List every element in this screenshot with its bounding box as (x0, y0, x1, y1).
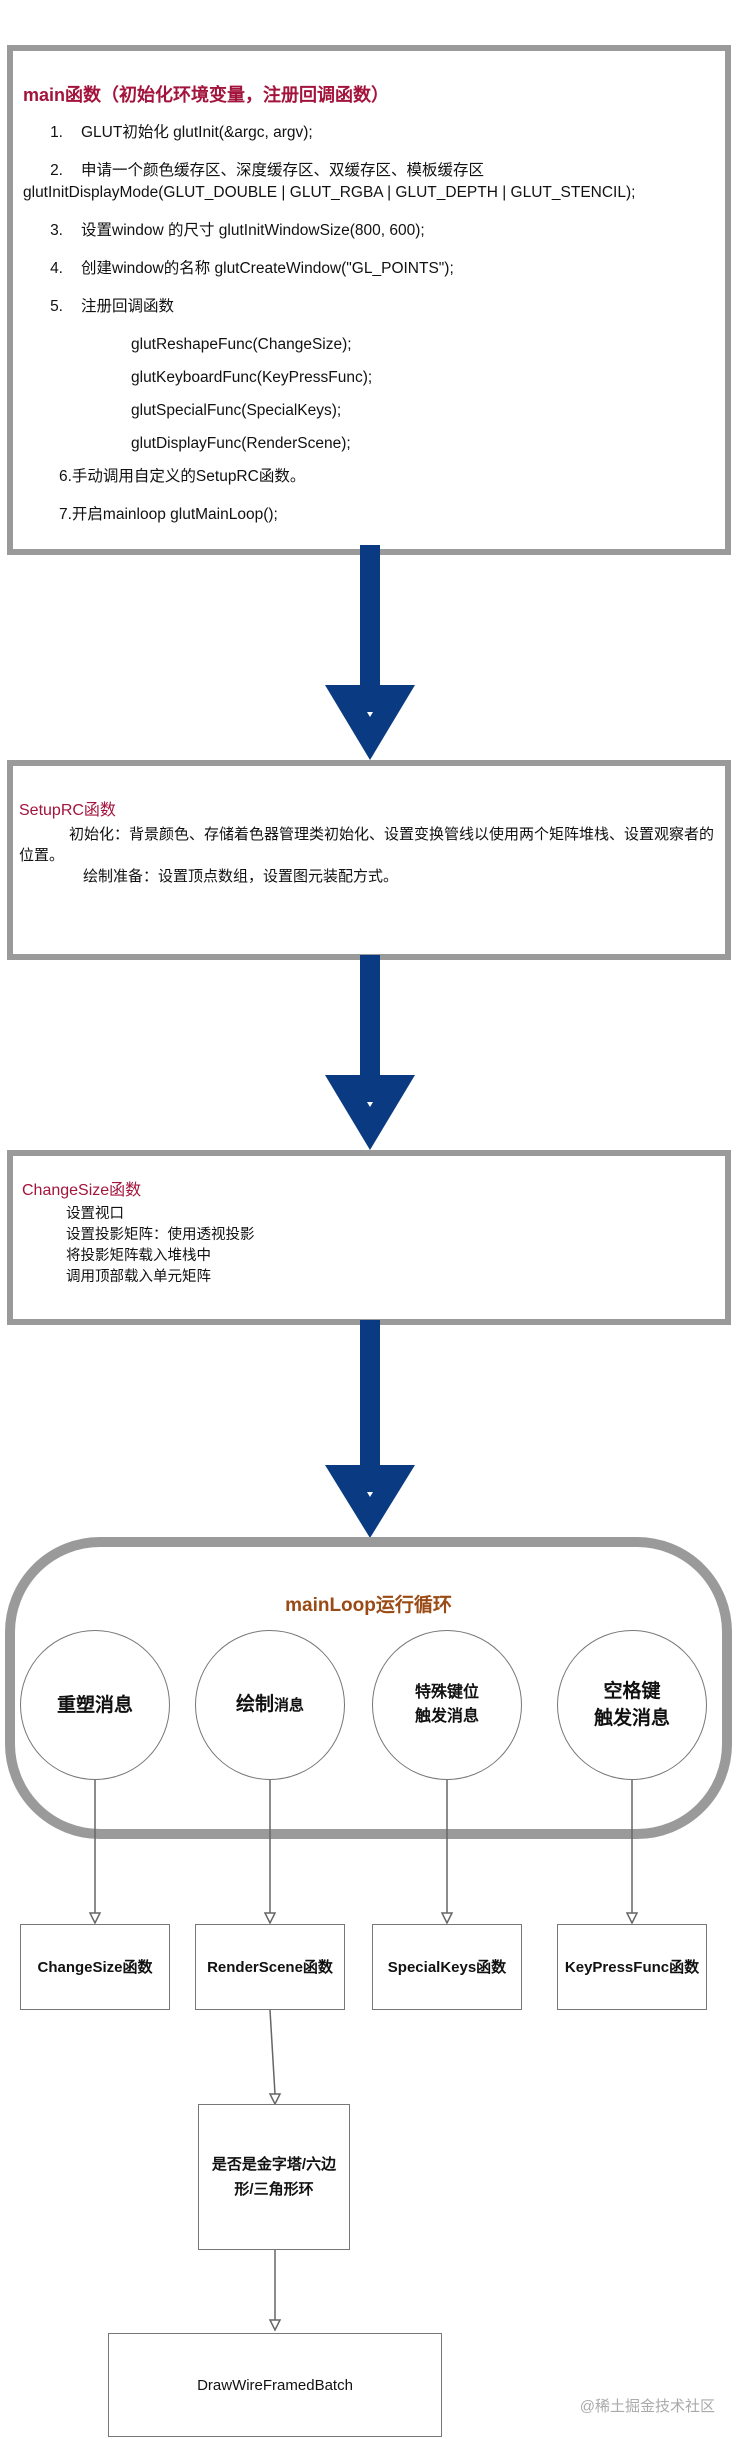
main-function-box: main函数（初始化环境变量，注册回调函数） 1.GLUT初始化 glutIni… (7, 45, 731, 555)
main-step-2-continued: glutInitDisplayMode(GLUT_DOUBLE | GLUT_R… (23, 184, 636, 201)
changesize-line: 设置视口 (66, 1206, 124, 1222)
keypressfunc-handler-node: KeyPressFunc函数 (557, 1924, 707, 2010)
space-key-message-circle: 空格键触发消息 (557, 1630, 707, 1780)
main-box-title: main函数（初始化环境变量，注册回调函数） (23, 85, 390, 105)
reshape-message-circle: 重塑消息 (20, 1630, 170, 1780)
main-step-6: 6.手动调用自定义的SetupRC函数。 (59, 468, 306, 485)
renderscene-handler-node: RenderScene函数 (195, 1924, 345, 2010)
callback-display: glutDisplayFunc(RenderScene); (131, 435, 351, 452)
drawwireframedbatch-node: DrawWireFramedBatch (108, 2333, 442, 2437)
callback-special: glutSpecialFunc(SpecialKeys); (131, 402, 342, 419)
callback-keyboard: glutKeyboardFunc(KeyPressFunc); (131, 369, 373, 386)
changesize-line: 调用顶部载入单元矩阵 (66, 1269, 211, 1285)
main-step-1: 1.GLUT初始化 glutInit(&argc, argv); (50, 124, 313, 141)
special-key-message-circle: 特殊键位触发消息 (372, 1630, 522, 1780)
setuprc-init-text: 初始化：背景颜色、存储着色器管理类初始化、设置变换管线以使用两个矩阵堆栈、设置观… (19, 826, 715, 864)
down-arrow-1 (325, 545, 415, 760)
main-step-7: 7.开启mainloop glutMainLoop(); (59, 506, 278, 523)
main-step-3: 3.设置window 的尺寸 glutInitWindowSize(800, 6… (50, 222, 425, 239)
changesize-handler-node: ChangeSize函数 (20, 1924, 170, 2010)
main-step-4: 4.创建window的名称 glutCreateWindow("GL_POINT… (50, 260, 454, 277)
changesize-line: 设置投影矩阵：使用透视投影 (66, 1227, 255, 1243)
callback-reshape: glutReshapeFunc(ChangeSize); (131, 336, 352, 353)
setuprc-draw-text: 绘制准备：设置顶点数组，设置图元装配方式。 (83, 868, 399, 885)
changesize-title: ChangeSize函数 (22, 1182, 142, 1199)
shape-check-node: 是否是金字塔/六边形/三角形环 (198, 2104, 350, 2250)
draw-message-circle: 绘制消息 (195, 1630, 345, 1780)
mainloop-title: mainLoop运行循环 (285, 1595, 452, 1616)
setuprc-title: SetupRC函数 (19, 802, 116, 819)
connector-lines (88, 1780, 639, 2332)
specialkeys-handler-node: SpecialKeys函数 (372, 1924, 522, 2010)
changesize-line: 将投影矩阵载入堆栈中 (66, 1248, 211, 1264)
changesize-box: ChangeSize函数 设置视口 设置投影矩阵：使用透视投影 将投影矩阵载入堆… (7, 1150, 731, 1325)
main-step-2: 2.申请一个颜色缓存区、深度缓存区、双缓存区、模板缓存区 (50, 162, 485, 179)
setuprc-box: SetupRC函数 初始化：背景颜色、存储着色器管理类初始化、设置变换管线以使用… (7, 760, 731, 960)
watermark: @稀土掘金技术社区 (579, 2398, 715, 2415)
down-arrow-3 (325, 1320, 415, 1538)
main-step-5: 5.注册回调函数 (50, 298, 175, 315)
down-arrow-2 (325, 955, 415, 1150)
